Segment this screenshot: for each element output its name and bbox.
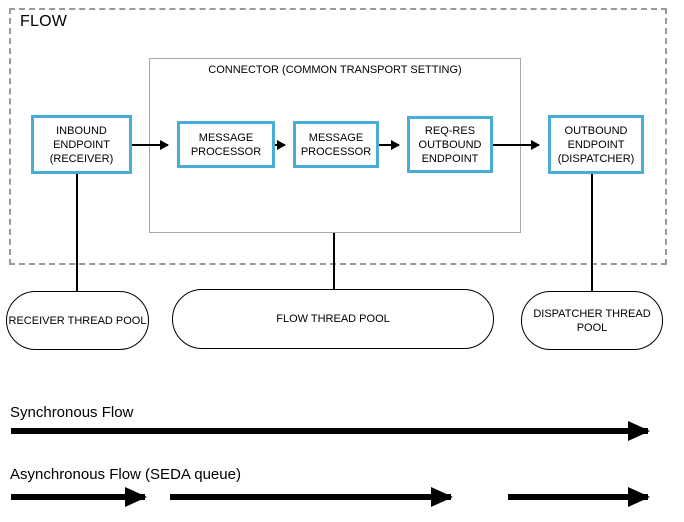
- connector-title: CONNECTOR (COMMON TRANSPORT SETTING): [149, 63, 521, 77]
- node-reqres-line2: OUTBOUND: [418, 138, 482, 151]
- node-inbound-line2: ENDPOINT: [53, 138, 110, 151]
- node-inbound-endpoint[interactable]: INBOUND ENDPOINT (RECEIVER): [31, 115, 132, 174]
- node-reqres-line3: ENDPOINT: [421, 152, 479, 165]
- legend-arrow-asynchronous-segment-1-icon: [11, 487, 147, 507]
- pool-receiver-line1: RECEIVER: [8, 314, 65, 327]
- node-message-processor-1[interactable]: MESSAGE PROCESSOR: [177, 121, 275, 168]
- legend-label-asynchronous: Asynchronous Flow (SEDA queue): [10, 466, 241, 483]
- node-proc2-line1: MESSAGE: [308, 131, 364, 144]
- node-proc1-line1: MESSAGE: [198, 131, 254, 144]
- arrow-processor1-to-processor2-icon: [275, 140, 286, 150]
- thread-pool-dispatcher[interactable]: DISPATCHER THREAD POOL: [521, 291, 663, 350]
- node-req-res-outbound-endpoint[interactable]: REQ-RES OUTBOUND ENDPOINT: [407, 116, 493, 173]
- node-outbound-line3: (DISPATCHER): [557, 152, 635, 165]
- arrow-processor2-to-reqres-icon: [379, 140, 400, 150]
- node-message-processor-2[interactable]: MESSAGE PROCESSOR: [293, 121, 379, 168]
- node-inbound-line1: INBOUND: [56, 124, 107, 137]
- connector-line-inbound-to-receiver-pool: [76, 174, 78, 292]
- legend-label-synchronous: Synchronous Flow: [10, 404, 134, 421]
- arrow-inbound-to-processor1-icon: [132, 140, 169, 150]
- node-outbound-line1: OUTBOUND: [564, 124, 628, 137]
- connector-line-connector-to-flow-pool: [333, 233, 335, 290]
- node-outbound-endpoint[interactable]: OUTBOUND ENDPOINT (DISPATCHER): [548, 115, 644, 174]
- pool-receiver-line2: THREAD POOL: [67, 314, 147, 327]
- node-inbound-line3: (RECEIVER): [49, 152, 114, 165]
- node-outbound-line2: ENDPOINT: [567, 138, 625, 151]
- legend-arrow-synchronous-icon: [11, 421, 650, 441]
- legend-arrow-asynchronous-segment-2-icon: [170, 487, 453, 507]
- connector-title-line2: (COMMON TRANSPORT SETTING): [282, 64, 462, 76]
- connector-line-outbound-to-dispatcher-pool: [591, 174, 593, 292]
- flow-title: FLOW: [20, 13, 68, 30]
- node-proc2-line2: PROCESSOR: [300, 145, 372, 158]
- pool-dispatcher-line1: DISPATCHER: [533, 307, 603, 320]
- pool-flow-line1: FLOW: [276, 313, 309, 325]
- pool-flow-line2: THREAD POOL: [310, 313, 390, 325]
- legend-arrow-asynchronous-segment-3-icon: [508, 487, 650, 507]
- thread-pool-receiver[interactable]: RECEIVER THREAD POOL: [6, 291, 149, 350]
- node-proc1-line2: PROCESSOR: [190, 145, 262, 158]
- node-reqres-line1: REQ-RES: [424, 124, 476, 137]
- thread-pool-flow[interactable]: FLOW THREAD POOL: [172, 289, 494, 349]
- arrow-reqres-to-outbound-icon: [493, 140, 540, 150]
- flow-boundary: [9, 8, 667, 265]
- pool-dispatcher-line2: THREAD POOL: [576, 307, 651, 334]
- connector-title-line1: CONNECTOR: [208, 64, 279, 76]
